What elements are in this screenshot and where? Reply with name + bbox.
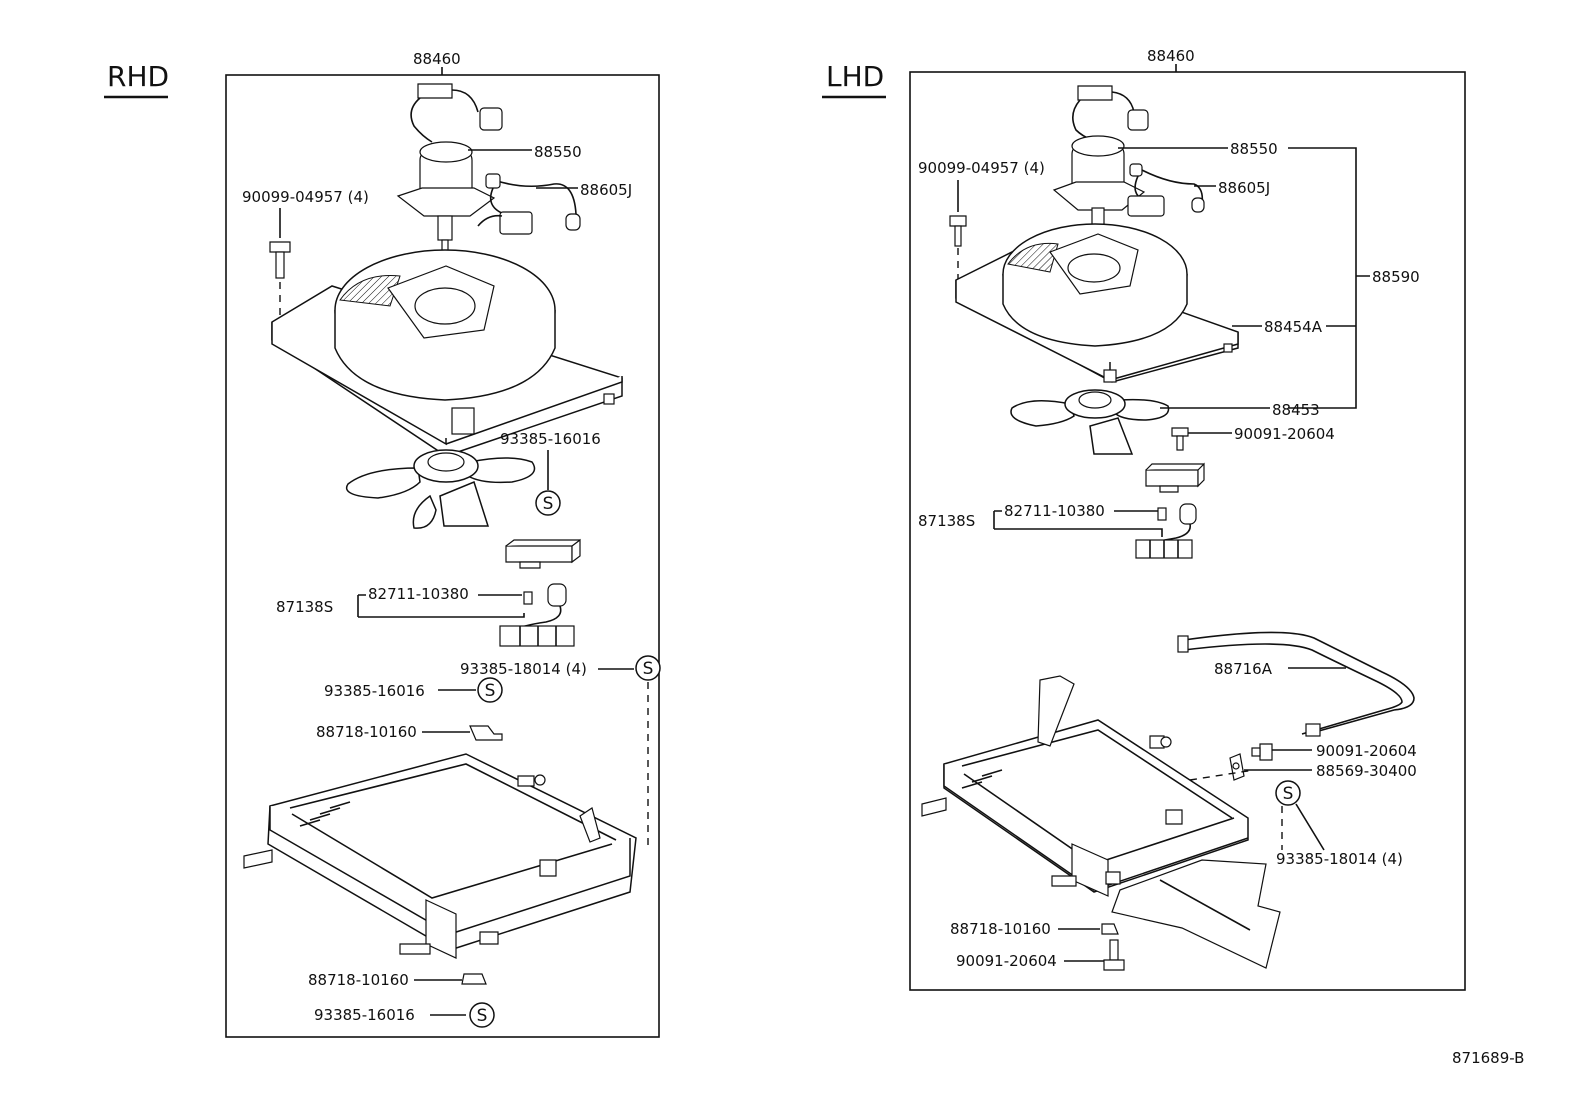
lhd-motor-label: 88550: [1230, 140, 1278, 158]
lhd-relay-group-bracket: [993, 510, 1163, 537]
rhd-screw-c-s-icon: S: [469, 1002, 495, 1028]
rhd-fan-motor: [396, 83, 503, 255]
lhd-clamp-label: 88718-10160: [950, 920, 1051, 938]
lhd-screw-icon: [949, 215, 967, 247]
rhd-motor-label: 88550: [534, 143, 582, 161]
rhd-section: RHD 88460 88550 88605J: [104, 50, 661, 1038]
lhd-clamp-icon: [1101, 923, 1119, 935]
lhd-harness-label: 88605J: [1218, 179, 1270, 197]
rhd-harness-label: 88605J: [580, 181, 632, 199]
lhd-pipe: [1177, 631, 1415, 737]
lhd-frame: [909, 71, 1466, 991]
lhd-relay-group-label: 87138S: [918, 512, 975, 530]
rhd-fan-screw-s-text: S: [543, 494, 554, 514]
lhd-fan-shroud: [955, 223, 1239, 383]
lhd-condenser-unit: [921, 675, 1281, 969]
lhd-pipe-bolt-icon: [1251, 743, 1273, 761]
lhd-bolt-set-label: 93385-18014 (4): [1276, 850, 1403, 868]
rhd-fan-screw-label: 93385-16016: [500, 430, 601, 448]
figure-code: 871689-B: [1452, 1049, 1524, 1067]
lhd-bottom-bolt-icon: [1103, 939, 1125, 971]
rhd-fan-screw-s-icon: S: [535, 490, 561, 516]
lhd-assembly-label: 88460: [1147, 47, 1195, 65]
rhd-fan-shroud: [271, 249, 623, 457]
rhd-screw-c-s-text: S: [477, 1006, 488, 1026]
lhd-subassembly-bracket: [1288, 147, 1370, 409]
lhd-bracket-icon: [1229, 753, 1245, 781]
rhd-relay-group-label: 87138S: [276, 598, 333, 616]
lhd-relay: [1135, 462, 1205, 559]
lhd-subassembly-label: 88590: [1372, 268, 1420, 286]
lhd-fan-bolt-icon: [1171, 427, 1189, 451]
rhd-screw-icon: [269, 241, 291, 279]
rhd-relay: [499, 538, 581, 647]
rhd-header: RHD: [107, 60, 169, 93]
rhd-bolt-set-s-text: S: [643, 659, 654, 679]
rhd-relay-label: 82711-10380: [368, 585, 469, 603]
rhd-bolt-set-label: 93385-18014 (4): [460, 660, 587, 678]
rhd-screw-b-s-icon: S: [477, 677, 503, 703]
rhd-screw-label: 90099-04957 (4): [242, 188, 369, 206]
rhd-bolt-set-s-icon: S: [635, 655, 661, 681]
lhd-bolt-set-s-icon: S: [1275, 780, 1301, 806]
rhd-assembly-label: 88460: [413, 50, 461, 68]
lhd-shroud-label: 88454A: [1264, 318, 1323, 336]
rhd-screw-c-label: 93385-16016: [314, 1006, 415, 1024]
lhd-bolt-set-leader: [1295, 803, 1325, 851]
lhd-fan-label: 88453: [1272, 401, 1320, 419]
lhd-bracket-dash: [1189, 769, 1255, 781]
rhd-clamp-top-icon: [469, 725, 503, 741]
lhd-header: LHD: [826, 60, 884, 93]
lhd-fan-motor: [1052, 85, 1149, 227]
rhd-fan: [345, 449, 536, 529]
lhd-relay-label: 82711-10380: [1004, 502, 1105, 520]
lhd-section: LHD 88460 90099-04957 (4) 88550: [822, 47, 1466, 991]
lhd-fan-bolt-label: 90091-20604: [1234, 425, 1335, 443]
rhd-clamp-bottom-icon: [461, 973, 487, 985]
lhd-bottom-bolt-label: 90091-20604: [956, 952, 1057, 970]
lhd-fan: [1010, 389, 1170, 455]
rhd-condenser-unit: [243, 753, 637, 959]
rhd-screw-b-s-text: S: [485, 681, 496, 701]
lhd-screw-label: 90099-04957 (4): [918, 159, 1045, 177]
lhd-harness: [1127, 163, 1205, 217]
rhd-clamp-bottom-label: 88718-10160: [308, 971, 409, 989]
rhd-relay-group-bracket: [357, 594, 525, 618]
rhd-clamp-top-label: 88718-10160: [316, 723, 417, 741]
lhd-bracket-label: 88569-30400: [1316, 762, 1417, 780]
lhd-pipe-label: 88716A: [1214, 660, 1273, 678]
rhd-harness: [477, 173, 581, 235]
lhd-pipe-bolt-label: 90091-20604: [1316, 742, 1417, 760]
lhd-bolt-set-s-text: S: [1283, 784, 1294, 804]
rhd-screw-b-label: 93385-16016: [324, 682, 425, 700]
